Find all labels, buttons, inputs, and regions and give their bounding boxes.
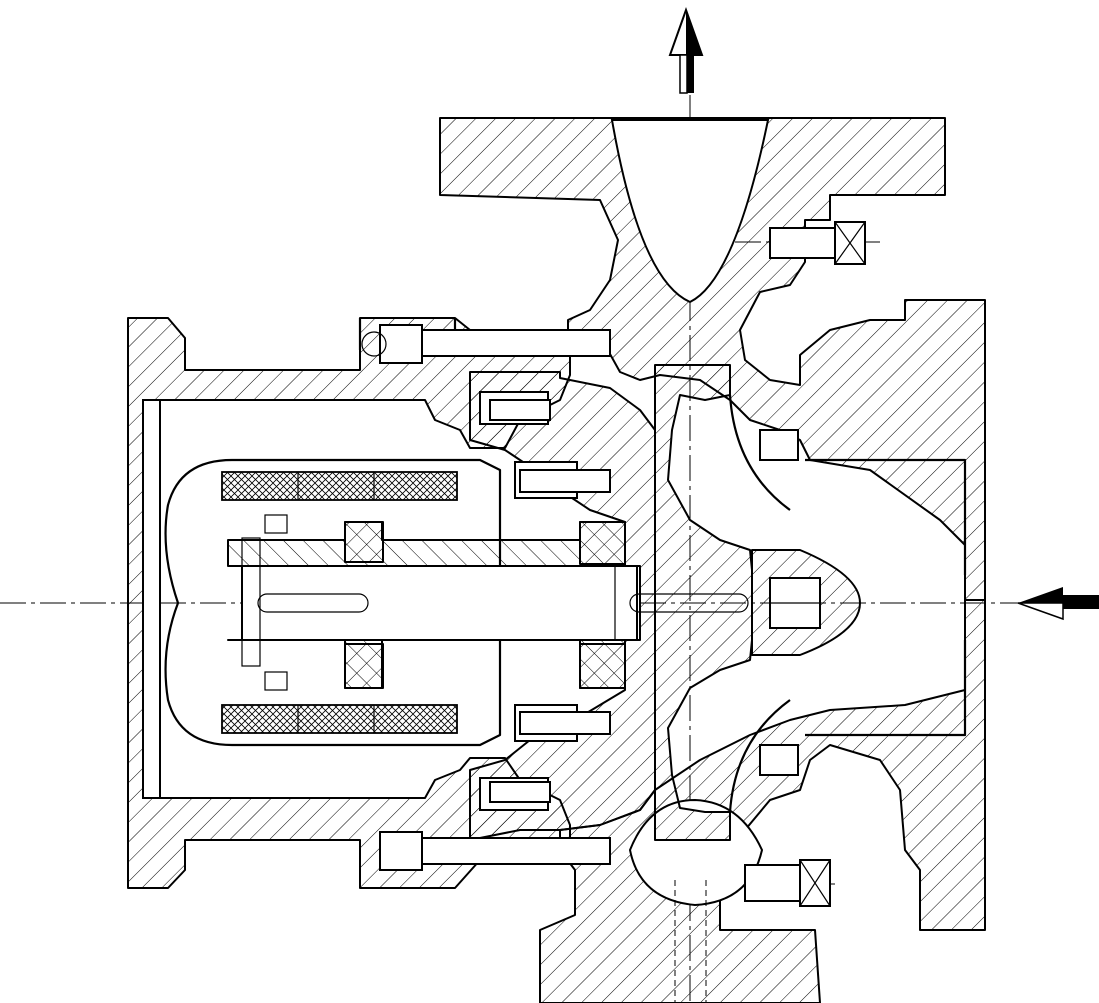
- outlet-flow-arrow: [668, 7, 704, 94]
- inlet-flow-arrow: [1017, 587, 1099, 621]
- bolts: [361, 221, 866, 1003]
- pump-shaft: [241, 537, 749, 667]
- impeller: [654, 364, 799, 841]
- stator-can: [164, 458, 502, 747]
- impeller-nut: [751, 549, 861, 656]
